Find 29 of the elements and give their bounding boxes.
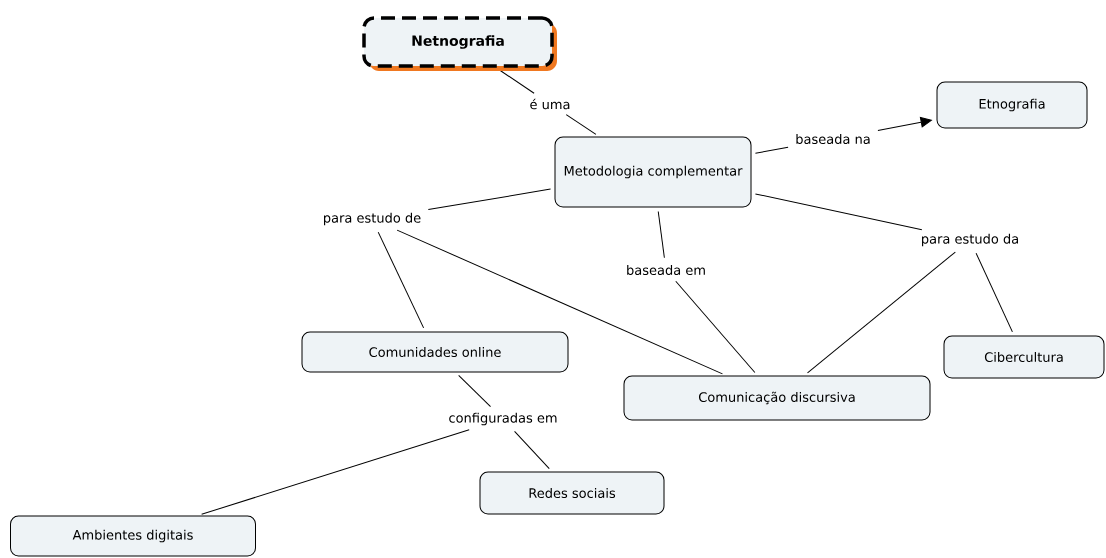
connector-line [201,429,470,515]
connector-line [975,252,1013,333]
connector-line [427,188,552,211]
concept-box: Cibercultura [943,335,1105,379]
connector-line [565,114,597,135]
linking-phrase: baseada em [623,261,709,279]
concept-box: Ambientes digitais [10,515,256,557]
concept-box: Comunicação discursiva [623,375,931,421]
connector-line [657,210,665,259]
connector-line [675,280,756,373]
connector-line [396,229,723,375]
linking-phrase: baseada na [792,130,874,148]
linking-phrase: para estudo de [319,209,425,229]
connector-line [807,251,956,374]
concept-box: Redes sociais [479,471,665,515]
connector-line [754,193,923,231]
connector-line [377,231,425,329]
concept-box: Etnografia [936,81,1088,129]
connector-line [458,374,492,408]
linking-phrase: é uma [526,95,574,113]
concept-box: Comunidades online [301,331,569,373]
connector-line [754,146,789,154]
topic-box: Netnografia [362,16,557,71]
connector-line [514,430,550,470]
concept-box: Metodologia complementar [554,136,752,208]
linking-phrase: para estudo da [917,230,1023,250]
linking-phrase: configuradas em [445,409,561,429]
arrow [877,116,932,131]
connector-line [499,69,535,94]
